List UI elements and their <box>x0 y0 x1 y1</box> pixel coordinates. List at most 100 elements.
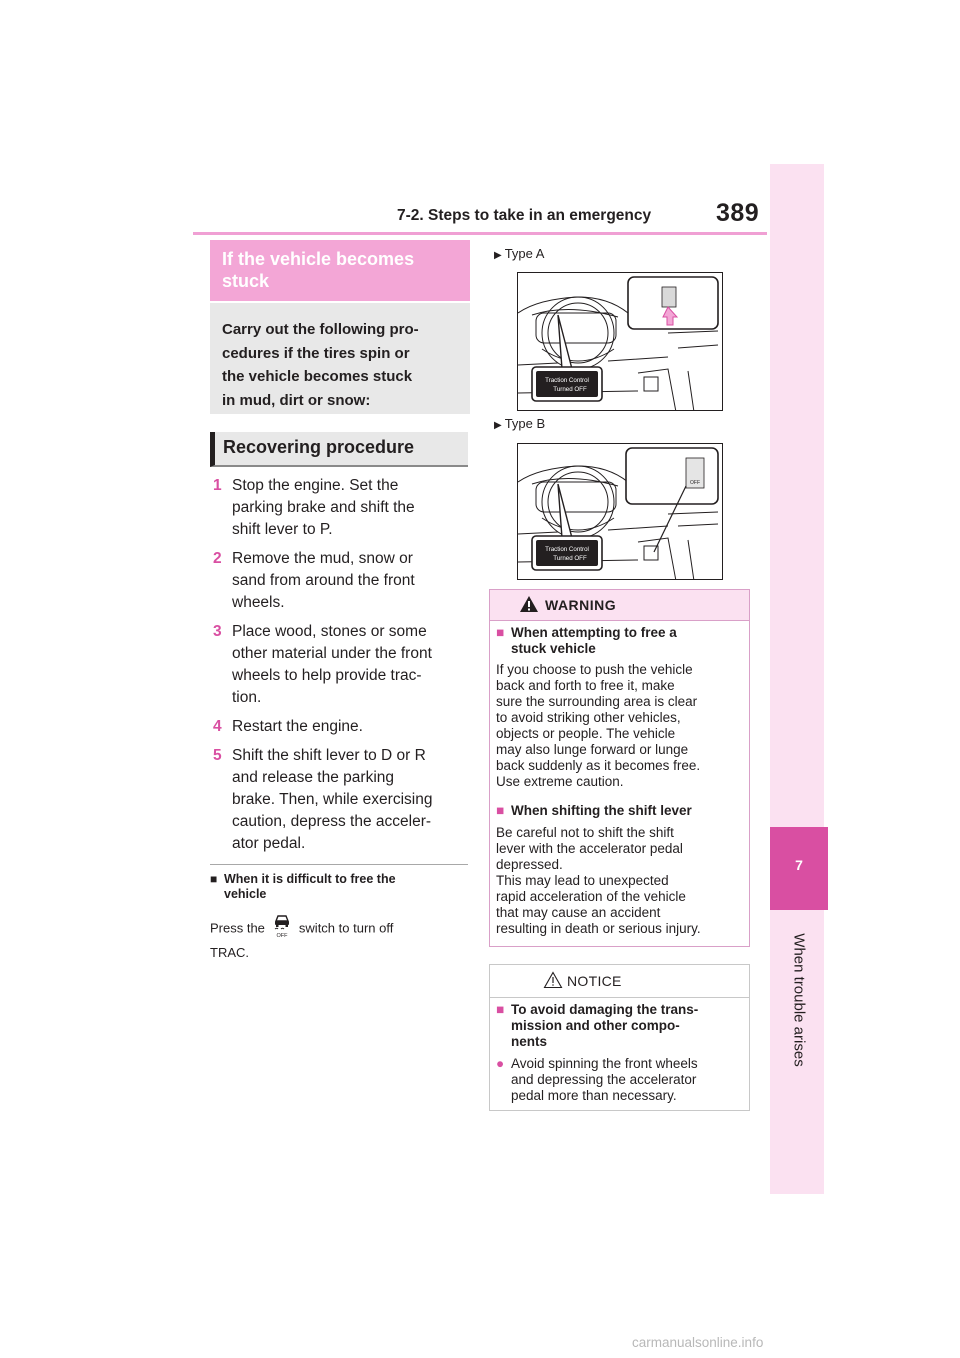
intro-line: the vehicle becomes stuck <box>222 368 413 385</box>
notice-body-line: Avoid spinning the front wheels <box>511 1056 698 1071</box>
warning-item1-title: ■ When attempting to free a stuck vehicl… <box>496 625 744 657</box>
warning-body-line: Be careful not to shift the shift <box>496 825 674 840</box>
step-text: Stop the engine. Set the <box>232 477 399 494</box>
illus-text-line2: Turned OFF <box>553 555 587 562</box>
warning-body-line: depressed. <box>496 857 563 872</box>
step-item: 3 Place wood, stones or some other mater… <box>213 621 471 709</box>
warning-body-line: objects or people. The vehicle <box>496 726 676 741</box>
notice-body-line: and depressing the accelerator <box>511 1072 697 1087</box>
square-bullet-icon: ■ <box>210 872 218 886</box>
page-number: 389 <box>716 199 760 227</box>
step-text: other material under the front <box>232 645 432 662</box>
notice-item-title: ■ To avoid damaging the trans- mission a… <box>496 1002 744 1050</box>
chapter-side-tab <box>770 164 824 1194</box>
intro-line: in mud, dirt or snow: <box>222 391 371 409</box>
warning-body-line: back suddenly as it becomes free. <box>496 758 701 773</box>
notice-item-body: ● Avoid spinning the front wheels and de… <box>496 1056 744 1104</box>
warning-item2-body: Be careful not to shift the shift lever … <box>496 825 744 937</box>
caution-triangle-icon <box>543 971 563 989</box>
step-text: and release the parking <box>232 769 395 786</box>
warning-body-line: This may lead to unexpected <box>496 873 669 888</box>
step-number: 5 <box>213 747 222 764</box>
traction-control-off-icon: OFF <box>271 912 293 939</box>
warning-body-line: resulting in death or serious injury. <box>496 921 701 936</box>
step-text: Shift the shift lever to D or R <box>232 747 426 764</box>
square-bullet-icon: ■ <box>496 803 505 818</box>
warning-title-line: stuck vehicle <box>511 641 596 656</box>
procedure-steps: 1 Stop the engine. Set the parking brake… <box>213 475 471 862</box>
chapter-number: 7 <box>770 827 828 910</box>
section-heading-line1: If the vehicle becomes <box>222 249 415 269</box>
step-item: 2 Remove the mud, snow or sand from arou… <box>213 548 471 614</box>
note-separator <box>210 864 468 865</box>
chapter-title: When trouble arises <box>790 933 808 1067</box>
section-heading-line2: stuck <box>222 271 270 291</box>
step-item: 4 Restart the engine. <box>213 716 471 738</box>
type-a-text: Type A <box>504 246 545 261</box>
warning-title-line: When shifting the shift lever <box>511 803 692 818</box>
step-text: Remove the mud, snow or <box>232 550 413 567</box>
step-text: ator pedal. <box>232 835 306 852</box>
type-b-text: Type B <box>504 416 546 431</box>
warning-triangle-icon <box>520 596 538 612</box>
notice-title-line: mission and other compo- <box>511 1018 680 1033</box>
type-b-label: ▶Type B <box>494 416 545 431</box>
square-bullet-icon: ■ <box>496 625 505 640</box>
intro-line: cedures if the tires spin or <box>222 344 410 362</box>
square-bullet-icon: ■ <box>496 1002 505 1017</box>
chapter-title-vertical: When trouble arises <box>771 920 827 1080</box>
svg-text:OFF: OFF <box>276 933 288 938</box>
warning-body-line: to avoid striking other vehicles, <box>496 710 681 725</box>
step-number: 3 <box>213 623 222 640</box>
notice-title-line: nents <box>511 1034 548 1049</box>
triangle-bullet-icon: ▶ <box>494 420 502 431</box>
note-title-line: When it is difficult to free the <box>224 872 396 886</box>
round-bullet-icon: ● <box>496 1056 505 1071</box>
type-a-label: ▶Type A <box>494 246 544 261</box>
notice-box: NOTICE ■ To avoid damaging the trans- mi… <box>489 964 750 1111</box>
note-title-line: vehicle <box>224 887 267 901</box>
triangle-bullet-icon: ▶ <box>494 250 502 261</box>
warning-item2-title: ■ When shifting the shift lever <box>496 803 744 819</box>
note-title: ■ When it is difficult to free the vehic… <box>210 872 468 902</box>
step-text: caution, depress the acceler- <box>232 813 432 830</box>
step-text: tion. <box>232 689 262 706</box>
warning-body-line: lever with the accelerator pedal <box>496 841 683 856</box>
warning-body-line: that may cause an accident <box>496 905 661 920</box>
step-text: shift lever to P. <box>232 521 333 538</box>
note-text: Press the <box>210 920 265 936</box>
warning-body-line: rapid acceleration of the vehicle <box>496 889 686 904</box>
warning-box: WARNING ■ When attempting to free a stuc… <box>489 589 750 947</box>
note-text: switch to turn off <box>298 920 394 936</box>
step-number: 1 <box>213 477 222 494</box>
illus-text-line1: Traction Control <box>545 377 589 384</box>
warning-label: WARNING <box>545 597 617 613</box>
section-heading-box: If the vehicle becomes stuck <box>210 240 470 301</box>
step-number: 4 <box>213 718 222 735</box>
recovering-procedure-heading: Recovering procedure <box>210 432 468 467</box>
warning-item1-body: If you choose to push the vehicle back a… <box>496 662 744 790</box>
step-text: Restart the engine. <box>232 718 363 735</box>
step-text: parking brake and shift the <box>232 499 415 516</box>
watermark-text: carmanualsonline.info <box>632 1335 764 1350</box>
warning-body-line: back and forth to free it, make <box>496 678 675 693</box>
note-text: TRAC. <box>210 945 249 960</box>
notice-title-line: To avoid damaging the trans- <box>511 1002 699 1017</box>
step-item: 5 Shift the shift lever to D or R and re… <box>213 745 471 855</box>
step-text: Place wood, stones or some <box>232 623 427 640</box>
warning-body-line: may also lunge forward or lunge <box>496 742 689 757</box>
step-text: wheels to help provide trac- <box>232 667 422 684</box>
type-a-illustration: Traction Control Turned OFF <box>517 272 723 411</box>
section-title: 7-2. Steps to take in an emergency <box>397 207 652 224</box>
warning-title-line: When attempting to free a <box>511 625 677 640</box>
step-text: wheels. <box>232 594 285 611</box>
step-item: 1 Stop the engine. Set the parking brake… <box>213 475 471 541</box>
illus-text-line2: Turned OFF <box>553 386 587 393</box>
warning-header: WARNING <box>490 590 749 621</box>
warning-body-line: If you choose to push the vehicle <box>496 662 693 677</box>
type-b-illustration: OFF Traction Control Turned OFF <box>517 443 723 580</box>
intro-box: Carry out the following pro- cedures if … <box>210 303 470 414</box>
step-number: 2 <box>213 550 222 567</box>
intro-line: Carry out the following pro- <box>222 321 419 338</box>
